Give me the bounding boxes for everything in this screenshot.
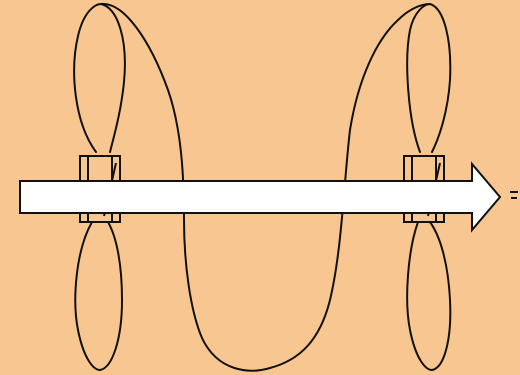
right-loop-lower-lobe xyxy=(407,222,450,370)
left-loop-upper-lobe xyxy=(74,4,125,152)
left-loop-lower-lobe xyxy=(75,222,122,370)
right-loop-upper-lobe xyxy=(407,4,450,152)
edge-tick-marks xyxy=(510,192,518,198)
